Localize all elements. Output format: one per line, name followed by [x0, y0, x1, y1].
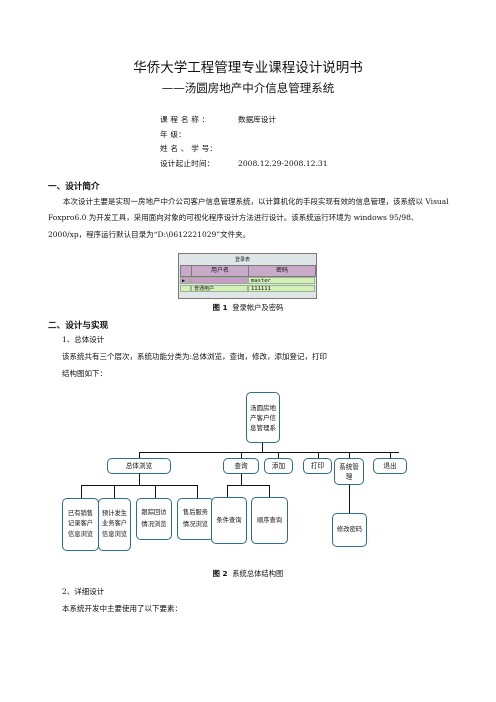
figure-2-caption: 图 2 系统总体结构图: [0, 569, 496, 579]
chart-node-add: 添加: [264, 458, 293, 474]
meta-row: 年 级：: [160, 128, 328, 143]
connector: [262, 443, 263, 452]
meta-label: 课 程 名 称 ：: [160, 115, 210, 124]
chart-node-sequential-query: 顺序查询: [251, 497, 288, 544]
chart-node-query: 查询: [223, 458, 259, 474]
connector: [197, 485, 198, 498]
figure-caption-text: 登录帐户及密码: [232, 303, 284, 312]
chart-node-print: 打印: [303, 458, 332, 474]
connector: [278, 452, 279, 458]
figure-1-caption: 图 1 登录帐户及密码: [0, 303, 496, 313]
chart-node-change-password: 修改密码: [332, 513, 367, 547]
connector: [241, 474, 242, 485]
chart-node-expected-clients: 预计发生业务客户信息浏览: [98, 498, 131, 551]
meta-label: 姓 名 、 学 号：: [160, 144, 218, 153]
connector: [81, 485, 198, 486]
connector: [269, 485, 270, 497]
cell-password: master: [248, 277, 315, 284]
subheading-overall-design: 1、总体设计: [62, 335, 105, 344]
chart-node-browse: 总体浏览: [107, 458, 171, 474]
connector: [114, 485, 115, 498]
chart-node-follow-up: 跟踪回访情况浏览: [136, 498, 172, 540]
cell-password: 111111: [248, 285, 315, 292]
chart-node-conditional-query: 条件查询: [211, 497, 247, 544]
course-info: 课 程 名 称 ： 数据库设计 年 级： 姓 名 、 学 号： 设计起止时间： 20…: [160, 113, 328, 171]
design-line: 该系统共有三个层次，系统功能分类为:总体浏览，查询，修改，添加登记，打印: [62, 352, 328, 361]
connector: [155, 485, 156, 498]
column-header-password: 密码: [248, 265, 316, 277]
connector: [349, 452, 350, 458]
login-table-title: 登录表: [235, 257, 251, 263]
meta-label: 年 级：: [160, 129, 186, 139]
subheading-detailed-design: 2、详细设计: [62, 587, 105, 596]
section-heading-design: 二、设计与实现: [48, 321, 109, 331]
detail-line: 本系统开发中主要使用了以下要素：: [62, 604, 182, 613]
connector: [139, 452, 399, 453]
figure-number: 图 1: [212, 303, 228, 312]
chart-node-admin: 系统管理: [334, 458, 364, 485]
cell-username: 普通用户: [191, 285, 248, 292]
meta-value: 2008.12.29-2008.12.31: [238, 158, 328, 168]
meta-label: 设计起止时间：: [160, 158, 215, 168]
document-subtitle: ——汤圆房地产中介信息管理系统: [161, 81, 335, 95]
connector: [390, 452, 391, 458]
meta-row: 设计起止时间： 2008.12.29-2008.12.31: [160, 157, 328, 172]
figure-caption-text: 系统总体结构图: [232, 569, 284, 578]
row-marker: ▶: [180, 277, 191, 284]
connector: [227, 485, 228, 497]
connector: [139, 474, 140, 485]
section-heading-intro: 一、设计简介: [48, 182, 100, 192]
column-header-username: 用户名: [191, 265, 249, 277]
meta-row: 姓 名 、 学 号：: [160, 142, 328, 157]
connector: [227, 485, 270, 486]
connector: [318, 452, 319, 458]
connector: [349, 485, 350, 513]
chart-node-after-sales: 售后服务情况浏览: [177, 498, 214, 540]
connector: [241, 452, 242, 458]
document-title: 华侨大学工程管理专业课程设计说明书: [133, 60, 363, 76]
chart-root-box: 汤圆房地产客户信息管理系: [246, 392, 280, 443]
figure-number: 图 2: [212, 569, 228, 578]
meta-value: 数据库设计: [238, 115, 276, 124]
row-marker: [180, 285, 191, 292]
chart-node-exit: 退出: [373, 458, 407, 474]
connector: [81, 485, 82, 498]
connector: [139, 452, 140, 458]
intro-paragraph: 本次设计主要是实现一房地产中介公司客户信息管理系统，以计算机化的手段实现有效的信…: [48, 197, 449, 239]
chart-node-sold-clients: 已有销售记录客户信息浏览: [62, 498, 99, 551]
login-table-image: 登录表 用户名 密码 ▶ master 普通用户 111111: [178, 253, 317, 299]
design-line: 结构图如下：: [62, 369, 107, 378]
cell-username: [191, 277, 248, 284]
meta-row: 课 程 名 称 ： 数据库设计: [160, 113, 328, 128]
